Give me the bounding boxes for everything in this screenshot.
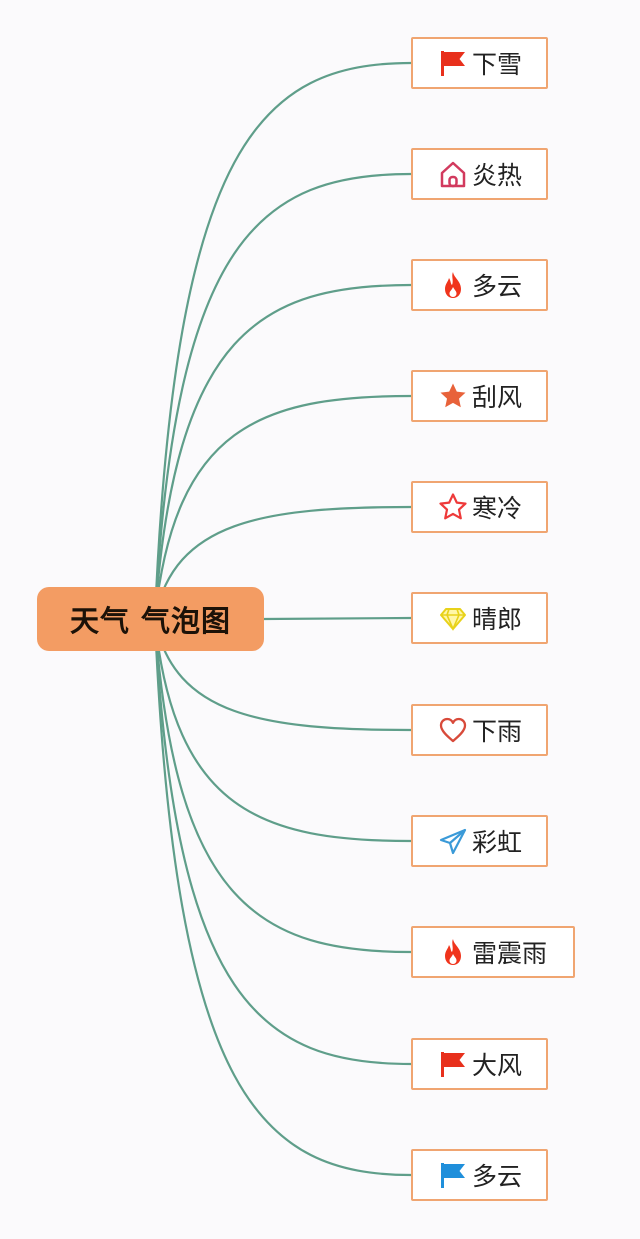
heart-icon	[437, 714, 469, 746]
branch-label: 大风	[472, 1051, 523, 1080]
branch-node-1[interactable]: 下雪	[411, 37, 548, 89]
branch-node-8[interactable]: 彩虹	[411, 815, 548, 867]
branch-node-5[interactable]: 寒冷	[411, 481, 548, 533]
branch-label: 多云	[472, 1162, 523, 1191]
connector-line-4	[153, 394, 412, 618]
paper-plane-icon	[437, 825, 469, 857]
branch-label: 雷震雨	[472, 939, 548, 968]
branch-node-4[interactable]: 刮风	[411, 370, 548, 422]
branch-node-6[interactable]: 晴郎	[411, 592, 548, 644]
branch-node-3[interactable]: 多云	[411, 259, 548, 311]
outline-star-icon	[437, 491, 469, 523]
branch-label: 彩虹	[472, 828, 523, 857]
connector-line-2	[153, 172, 412, 618]
red-flag-icon	[437, 47, 469, 79]
red-flag-icon	[437, 1048, 469, 1080]
branch-label: 下雨	[472, 717, 523, 746]
branch-node-10[interactable]: 大风	[411, 1038, 548, 1090]
diamond-icon	[437, 602, 469, 634]
flame-icon	[437, 269, 469, 301]
connector-line-8	[153, 620, 412, 843]
connector-line-3	[153, 283, 412, 618]
connector-line-6	[263, 616, 412, 621]
connector-line-7	[153, 620, 412, 732]
branch-label: 晴郎	[472, 605, 523, 634]
connector-line-10	[153, 620, 412, 1066]
branch-node-7[interactable]: 下雨	[411, 704, 548, 756]
connector-line-5	[153, 505, 412, 618]
connector-lines	[153, 61, 412, 1177]
branch-label: 炎热	[472, 161, 523, 190]
branch-label: 多云	[472, 272, 523, 301]
flame-icon	[437, 936, 469, 968]
branch-node-2[interactable]: 炎热	[411, 148, 548, 200]
branch-node-9[interactable]: 雷震雨	[411, 926, 575, 978]
branch-label: 刮风	[472, 383, 523, 412]
filled-star-icon	[437, 380, 469, 412]
blue-flag-icon	[437, 1159, 469, 1191]
connector-line-11	[153, 620, 412, 1177]
branch-node-11[interactable]: 多云	[411, 1149, 548, 1201]
root-topic[interactable]: 天气 气泡图	[37, 587, 264, 651]
branch-label: 下雪	[472, 50, 523, 79]
root-topic-label: 天气 气泡图	[69, 604, 232, 638]
house-icon	[437, 158, 469, 190]
branch-label: 寒冷	[472, 494, 523, 523]
connector-line-1	[153, 61, 412, 618]
connector-line-9	[153, 620, 412, 954]
